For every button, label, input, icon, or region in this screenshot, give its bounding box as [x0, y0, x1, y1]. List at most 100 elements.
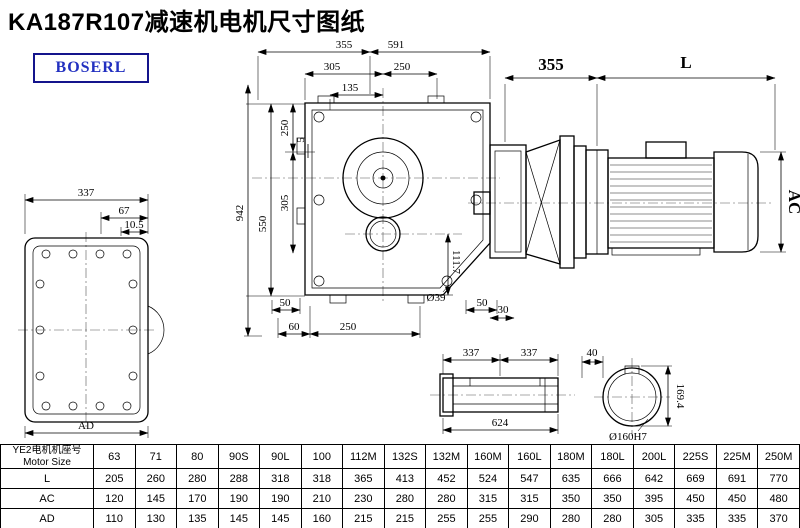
row-label: AC [0, 488, 94, 509]
dim-main-942: 942 [234, 205, 246, 222]
dim-main-50-br: 50 [477, 297, 489, 309]
dim-main-5: 5 [295, 137, 307, 143]
dimension-value: 215 [342, 508, 385, 528]
output-bore-outer [342, 137, 424, 219]
dimension-value: 335 [674, 508, 717, 528]
terminal-box [645, 141, 687, 159]
dim-shaft-624: 624 [492, 417, 509, 429]
shaft-dimensions: 337 337 624 [442, 347, 559, 434]
dimension-value: 260 [134, 468, 178, 489]
dimension-value: 290 [508, 508, 551, 528]
dimension-value: 315 [466, 488, 510, 509]
dimension-value: 413 [383, 468, 427, 489]
dimension-value: 452 [425, 468, 468, 489]
dim-shaft-337-left: 337 [463, 347, 480, 359]
dimension-value: 370 [757, 508, 800, 528]
dimension-value: 280 [383, 488, 427, 509]
motor-feet [611, 247, 701, 256]
dimension-value: 350 [591, 488, 634, 509]
dimension-value: 335 [715, 508, 759, 528]
motor-size-column-header: 100 [300, 444, 344, 469]
dim-bore-160h7: Ø160H7 [609, 431, 647, 443]
dimension-value: 480 [757, 488, 800, 509]
dim-main-355: 355 [336, 39, 353, 51]
dimension-value: 770 [757, 468, 800, 489]
dimension-value: 170 [176, 488, 219, 509]
side-view-dimensions: 355 L AC [504, 53, 800, 253]
dimension-value: 145 [134, 488, 178, 509]
dim-main-30: 30 [498, 304, 510, 316]
dimension-value: 255 [466, 508, 510, 528]
dimension-value: 547 [508, 468, 551, 489]
motor-size-column-header: 160L [508, 444, 551, 469]
dimension-value: 318 [300, 468, 344, 489]
motor-size-column-header: 132S [383, 444, 427, 469]
dim-front-67: 67 [119, 205, 131, 217]
front-view-dimensions: 337 67 10.5 AD [24, 187, 149, 438]
motor-size-column-header: 225S [674, 444, 717, 469]
dimension-value: 669 [674, 468, 717, 489]
motor-size-column-header: 132M [425, 444, 468, 469]
dim-side-355: 355 [538, 55, 564, 74]
dim-main-250-bottom: 250 [340, 321, 357, 333]
dim-main-50-bl: 50 [280, 297, 292, 309]
dimension-value: 255 [425, 508, 468, 528]
dim-side-L: L [680, 53, 691, 72]
motor-size-column-header: 250M [757, 444, 800, 469]
dim-bore-40: 40 [587, 347, 599, 359]
dimension-value: 280 [549, 508, 593, 528]
motor-size-column-header: 180M [549, 444, 593, 469]
dimension-value: 642 [632, 468, 676, 489]
motor-size-column-header: 225M [715, 444, 759, 469]
dim-main-250-left: 250 [279, 119, 291, 136]
bore-dimensions: 40 169.4 Ø160H7 [581, 347, 686, 443]
dimension-value: 135 [176, 508, 219, 528]
fan-cover [713, 151, 759, 253]
dim-main-250-top: 250 [394, 61, 411, 73]
dim-main-shaft-hole: Ø39 [427, 292, 446, 304]
dimension-value: 288 [217, 468, 261, 489]
page-title: KA187R107减速机电机尺寸图纸 [8, 9, 366, 36]
shaft-boss-arc [147, 305, 165, 355]
dimension-value: 280 [425, 488, 468, 509]
dim-main-305-top: 305 [324, 61, 341, 73]
header-line-en: Motor Size [23, 456, 71, 468]
dimension-value: 145 [259, 508, 302, 528]
dim-main-550: 550 [257, 215, 269, 232]
front-flange-view [24, 237, 165, 423]
dimension-value: 190 [259, 488, 302, 509]
header-line-zh: YE2电机机座号 [12, 445, 82, 457]
dim-front-10-5: 10.5 [124, 219, 144, 231]
dimension-value: 280 [176, 468, 219, 489]
dimension-value: 190 [217, 488, 261, 509]
motor-size-column-header: 80 [176, 444, 219, 469]
motor-size-column-header: 180L [591, 444, 634, 469]
dim-main-305-left: 305 [279, 194, 291, 211]
dimension-value: 524 [466, 468, 510, 489]
motor-size-column-header: 90L [259, 444, 302, 469]
dim-shaft-337-right: 337 [521, 347, 538, 359]
dimension-value: 160 [300, 508, 344, 528]
row-label: L [0, 468, 94, 489]
dim-main-111-7: 111.7 [450, 250, 462, 274]
motor-size-column-header: 71 [134, 444, 178, 469]
main-housing-view [296, 95, 491, 304]
dimension-value: 450 [674, 488, 717, 509]
secondary-bore [365, 216, 401, 252]
technical-drawing: 337 67 10.5 AD [18, 39, 800, 443]
dimension-value: 210 [300, 488, 344, 509]
dimension-value: 666 [591, 468, 634, 489]
dimension-value: 635 [549, 468, 593, 489]
dim-main-60: 60 [289, 321, 301, 333]
dim-side-AC: AC [785, 190, 800, 215]
dimension-value: 305 [632, 508, 676, 528]
dim-front-ad: AD [78, 420, 94, 432]
dimension-value: 315 [508, 488, 551, 509]
dimension-value: 215 [383, 508, 427, 528]
